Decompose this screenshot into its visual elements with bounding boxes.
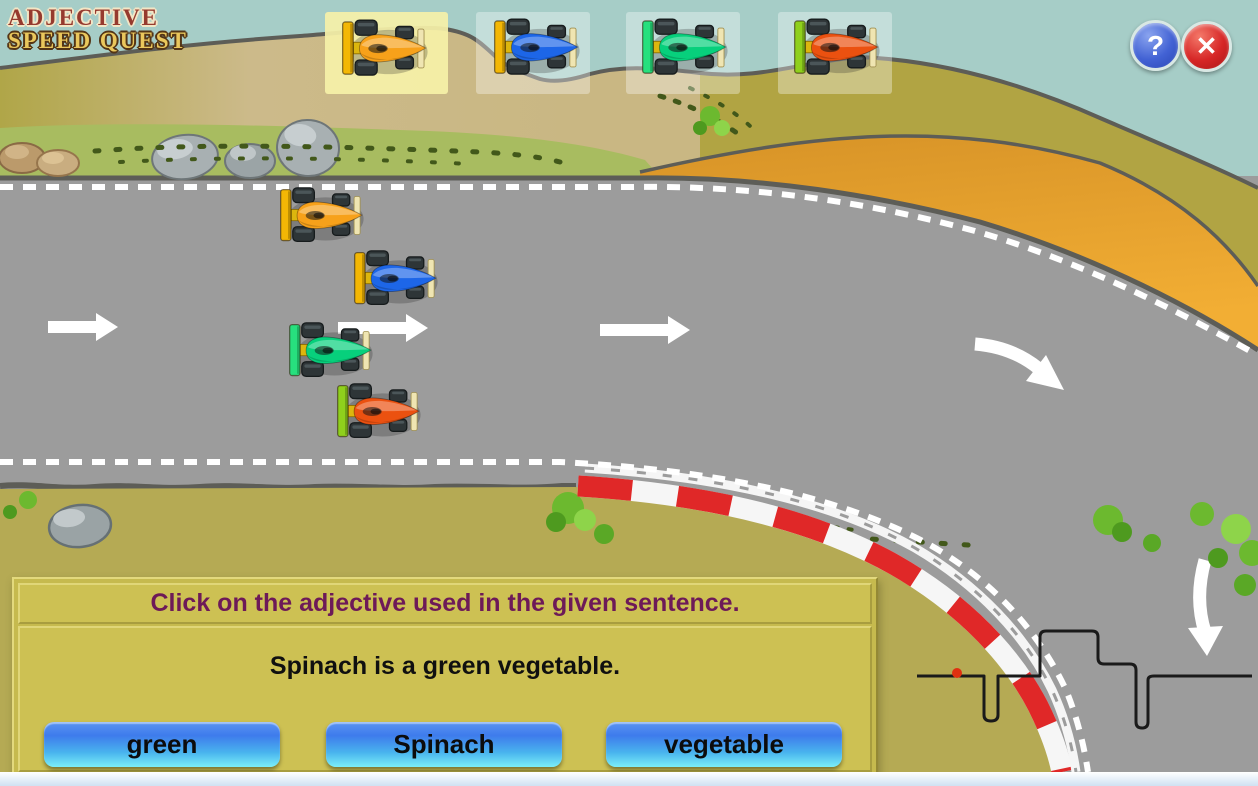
selector-car-orange[interactable] [340,19,432,78]
selector-car-green[interactable] [640,18,732,77]
selector-car-blue[interactable] [492,18,584,77]
track-car-blue [352,250,442,307]
track-car-orange [278,187,368,244]
page-bottom-strip [0,772,1258,786]
question-panel: Click on the adjective used in the given… [12,577,878,772]
dirt-band [640,135,1258,348]
close-icon: ✕ [1195,31,1218,61]
sentence-text: Spinach is a green vegetable. [269,652,621,680]
curb [577,463,1081,772]
lane-dash-top [0,183,1254,355]
rocks [0,118,340,181]
minimap [917,629,1252,730]
hill-outline [0,25,1258,190]
direction-arrows [48,313,690,344]
close-button[interactable]: ✕ [1181,21,1232,72]
track-car-red [335,383,425,440]
game-logo: ADJECTIVE SPEED QUEST [8,6,188,52]
minimap-player-dot [952,668,962,678]
instruction-text: Click on the adjective used in the given… [150,589,740,617]
dirt-band-outline [639,134,1258,287]
bottom-vegetation [3,491,1258,596]
selector-car-red[interactable] [792,18,884,77]
logo-line2: SPEED QUEST [8,28,188,53]
help-icon: ? [1146,29,1165,61]
help-button[interactable]: ? [1130,20,1181,71]
olive-band [700,57,1258,286]
hill-bush [693,106,730,136]
answer-button-vegetable[interactable]: vegetable [606,722,842,767]
answer-button-green[interactable]: green [44,722,280,767]
track-car-green [287,322,377,379]
logo-line1: ADJECTIVE [8,5,159,30]
road-top-edge [0,175,1258,353]
curve-arrow [974,337,1064,390]
road-bottom-edge [0,482,576,491]
instruction-bar: Click on the adjective used in the given… [18,583,872,624]
answer-button-spinach[interactable]: Spinach [326,722,562,767]
lane-dash-bottom [0,459,1091,772]
down-arrow [1188,558,1223,656]
